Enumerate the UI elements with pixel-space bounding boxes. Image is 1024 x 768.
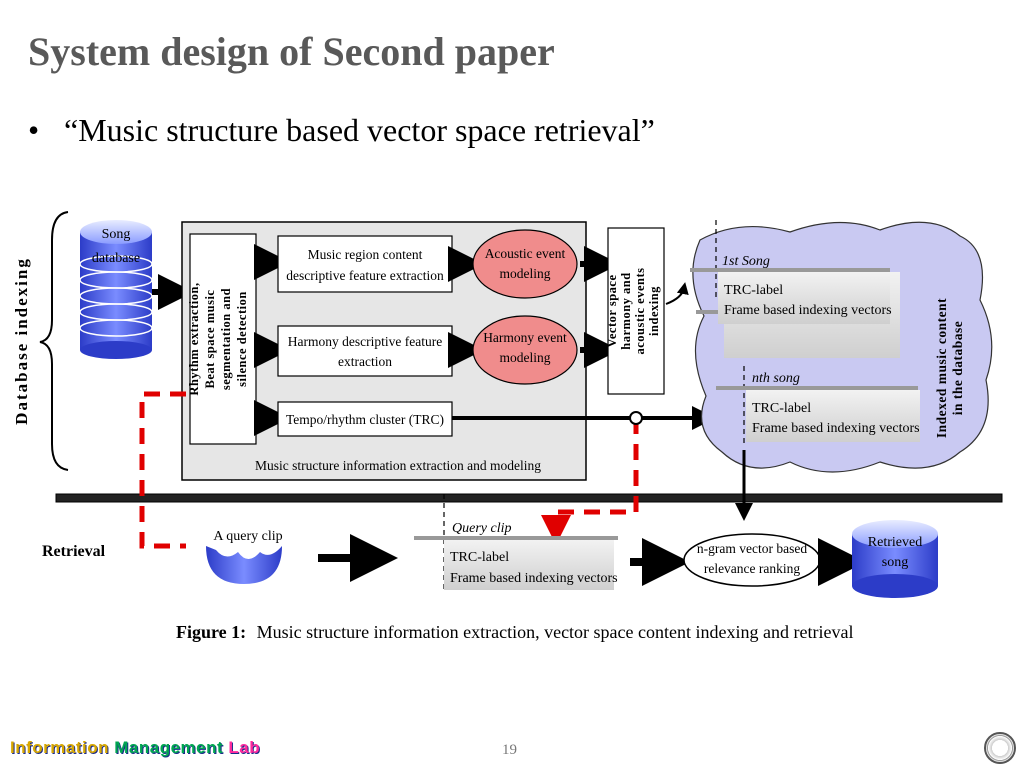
- query-clip-card: [444, 540, 614, 590]
- query-clip-trc: TRC-label: [450, 550, 509, 565]
- trc-to-query-path: [541, 418, 639, 545]
- harmony-feature-label-1: Harmony descriptive feature: [288, 334, 442, 349]
- query-clip-vectors: Frame based indexing vectors: [450, 571, 618, 586]
- nth-song-bar: [716, 386, 918, 390]
- rhythm-label-2: Beat space music: [203, 290, 217, 389]
- vector-space-box: [607, 227, 665, 395]
- bullet-text: “Music structure based vector space retr…: [64, 112, 655, 148]
- indexed-content-label-2: in the database: [950, 321, 965, 416]
- slide-title: System design of Second paper: [28, 29, 555, 74]
- harmony-feature-box: [277, 325, 453, 377]
- region-label-1: Music region content: [308, 247, 423, 262]
- university-seal-icon: [984, 732, 1016, 764]
- rhythm-label-3: segmentation and: [219, 288, 233, 390]
- harmony-event-label-1: Harmony event: [483, 330, 567, 345]
- harmony-event-label-2: modeling: [500, 350, 551, 365]
- first-song-card: [718, 272, 890, 324]
- harmony-event-ellipse: [472, 315, 578, 385]
- tempo-cluster-box: [277, 401, 453, 437]
- first-song-trc: TRC-label: [724, 283, 783, 298]
- lab-logo: Information Management Lab: [10, 738, 260, 758]
- extraction-caption: Music structure information extraction a…: [255, 458, 541, 473]
- retrieved-song-icon: Retrieved song: [852, 520, 938, 598]
- junction-node: [629, 411, 643, 425]
- song-db-label-2: database: [92, 251, 140, 266]
- section-separator: [55, 493, 1003, 503]
- query-feedback-path: [139, 391, 186, 549]
- rhythm-label-4: silence detection: [235, 291, 249, 387]
- nth-song-card: [746, 390, 920, 442]
- database-indexing-label: Database indexing: [12, 257, 31, 425]
- vector-label-3: acoustic events: [633, 268, 647, 355]
- acoustic-label-1: Acoustic event: [485, 246, 566, 261]
- region-label-2: descriptive feature extraction: [286, 268, 444, 283]
- retrieved-label-1: Retrieved: [868, 535, 922, 550]
- song-db-label-1: Song: [102, 227, 131, 242]
- ngram-label-2: relevance ranking: [704, 561, 801, 576]
- vector-label-4: indexing: [647, 286, 661, 336]
- acoustic-label-2: modeling: [500, 266, 551, 281]
- page-number: 19: [502, 742, 517, 758]
- lab-logo-word-1: Information: [10, 738, 109, 757]
- acoustic-event-ellipse: [472, 229, 578, 299]
- retrieved-label-2: song: [882, 555, 908, 570]
- retrieval-label: Retrieval: [42, 543, 106, 560]
- nth-song-vectors: Frame based indexing vectors: [752, 421, 920, 436]
- ngram-label-1: n-gram vector based: [697, 541, 807, 556]
- query-clip-icon: A query clip: [206, 529, 283, 584]
- vector-label-2: harmony and: [619, 272, 633, 349]
- rhythm-label-1: Rhythm extraction,: [187, 282, 201, 395]
- song-database-icon: Song database: [79, 220, 153, 359]
- figure-caption-text: Music structure information extraction, …: [257, 622, 854, 642]
- harmony-feature-label-2: extraction: [338, 354, 392, 369]
- bullet-dot: •: [28, 112, 40, 148]
- lab-logo-word-3: Lab: [228, 738, 261, 757]
- tempo-cluster-label: Tempo/rhythm cluster (TRC): [286, 412, 444, 427]
- first-song-vectors: Frame based indexing vectors: [724, 303, 892, 318]
- figure-caption: Figure 1: Music structure information ex…: [176, 622, 853, 642]
- figure-caption-bold: Figure 1:: [176, 622, 246, 642]
- nth-song-label: nth song: [752, 371, 800, 386]
- query-clip-italic: Query clip: [452, 521, 511, 536]
- rhythm-extraction-box: [189, 233, 257, 445]
- region-content-box: [277, 235, 453, 293]
- indexed-content-label-1: Indexed music content: [934, 298, 949, 438]
- query-clip-label: A query clip: [213, 529, 282, 544]
- query-clip-bar: [414, 536, 618, 540]
- bullet-item: • “Music structure based vector space ret…: [28, 112, 655, 149]
- nth-song-trc: TRC-label: [752, 401, 811, 416]
- first-song-label: 1st Song: [722, 254, 770, 269]
- indexing-brace: [39, 211, 69, 471]
- vector-label-1: Vector space: [605, 275, 619, 348]
- arrow-vector-to-db: [665, 282, 689, 305]
- first-song-bar-2: [696, 310, 718, 314]
- lab-logo-word-2: Management: [114, 738, 224, 757]
- first-song-bar: [690, 268, 890, 272]
